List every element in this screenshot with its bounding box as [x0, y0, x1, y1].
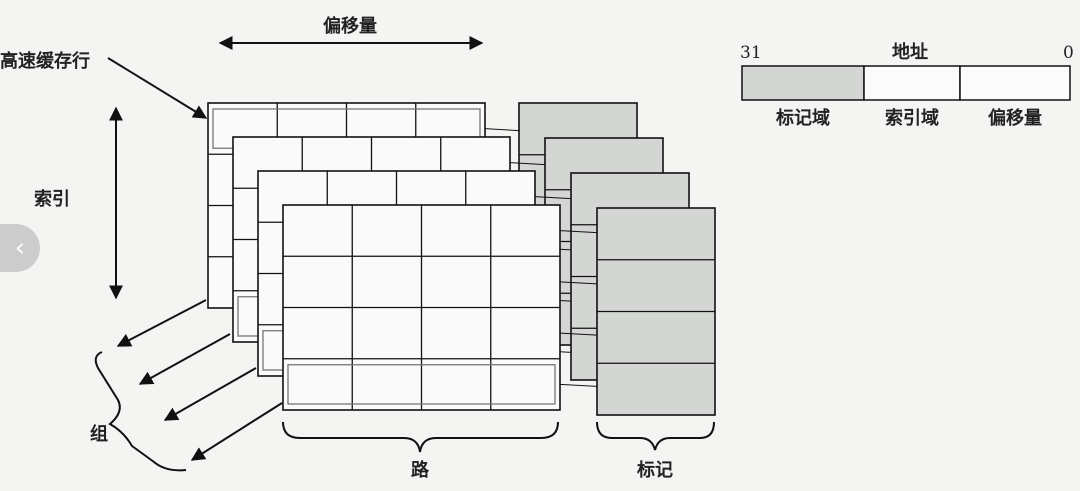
way-label: 路	[411, 459, 430, 481]
tag-brace	[596, 421, 715, 451]
set-arrow	[138, 333, 231, 385]
offset-label: 偏移量	[323, 15, 377, 37]
set-arrow	[190, 402, 283, 461]
cache-ways	[207, 102, 716, 416]
tag-field-label: 标记域	[775, 107, 830, 129]
index-label: 索引	[34, 188, 70, 210]
connector-line	[509, 162, 546, 166]
index-field-label: 索引域	[885, 107, 939, 129]
tag-label: 标记	[636, 459, 673, 481]
cache-line-arrow	[107, 57, 208, 119]
bit-high: 31	[740, 43, 762, 63]
set-arrow	[116, 299, 207, 347]
address-title: 地址	[892, 41, 928, 63]
way-brace	[282, 421, 559, 453]
connector-line	[559, 383, 598, 387]
offset-field-label: 偏移量	[988, 107, 1042, 129]
connector-line	[559, 230, 598, 234]
prev-nav-button[interactable]: ‹	[0, 224, 40, 272]
chevron-left-icon: ‹	[14, 233, 26, 263]
index-field	[863, 65, 961, 101]
connector-line	[484, 128, 520, 132]
connector-line	[559, 281, 598, 285]
cache-line-label: 高速缓存行	[0, 50, 90, 72]
connector-line	[559, 332, 598, 336]
highlighted-cache-line	[287, 364, 556, 405]
set-brace	[94, 351, 187, 472]
address-bar: 31 地址 0 标记域 索引域 偏移量	[740, 41, 1074, 129]
set-label: 组	[90, 423, 108, 445]
set-arrow	[163, 367, 257, 421]
offset-field	[959, 65, 1071, 101]
bit-low: 0	[1063, 43, 1074, 63]
tag-field	[741, 65, 865, 101]
connector-line	[534, 196, 572, 200]
